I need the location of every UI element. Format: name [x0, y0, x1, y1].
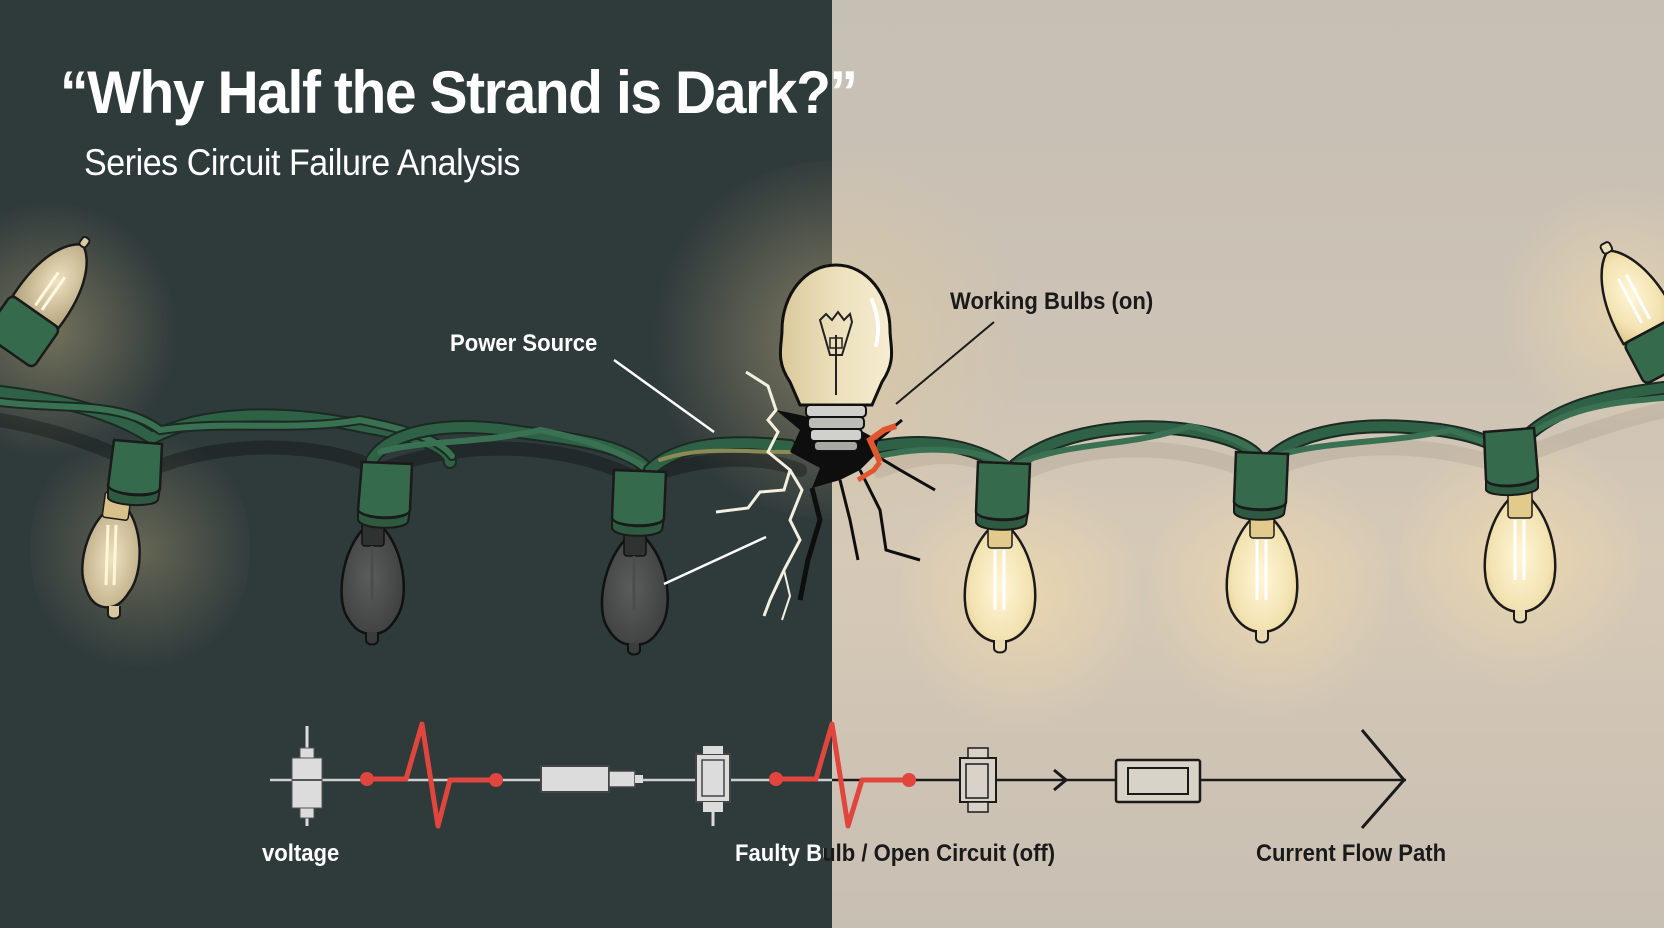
bulb-right-1-on	[963, 460, 1037, 654]
page-title: “Why Half the Strand is Dark?”	[60, 59, 858, 126]
bulb-right-top-on	[1599, 241, 1664, 384]
center-bulb-icon	[778, 263, 894, 452]
bulb-left-3-off	[600, 468, 669, 656]
power-source-label: Power Source	[450, 330, 598, 357]
faulty-bulb-label: Faulty Bulb / Open Circuit (off)	[735, 840, 1056, 867]
fuse-symbol	[540, 765, 643, 793]
bulb-right-3-on	[1482, 426, 1557, 624]
switch-symbol	[695, 746, 731, 826]
voltage-waveform-2	[776, 721, 909, 829]
small-arrow-icon	[1053, 768, 1069, 792]
current-flow-arrow-icon	[1360, 729, 1406, 829]
page-subtitle: Series Circuit Failure Analysis	[84, 142, 520, 183]
voltage-waveform-1	[367, 721, 496, 829]
bulb-left-top-on	[0, 235, 91, 368]
working-bulbs-leader	[895, 321, 995, 405]
bulb-left-1-on	[81, 438, 164, 620]
bulb-left-2-off	[340, 460, 414, 646]
load-symbol	[1114, 758, 1202, 804]
wire-left	[0, 385, 797, 479]
voltage-source-symbol	[291, 726, 323, 826]
circuit-diagram	[270, 721, 1406, 829]
working-bulbs-label: Working Bulbs (on)	[950, 288, 1154, 315]
open-switch-symbol	[959, 747, 997, 813]
voltage-label: voltage	[262, 840, 340, 867]
current-flow-label: Current Flow Path	[1256, 840, 1447, 867]
dark-bulb-leader	[663, 535, 767, 586]
power-source-leader	[613, 358, 715, 434]
bulb-right-2-on	[1225, 450, 1299, 644]
